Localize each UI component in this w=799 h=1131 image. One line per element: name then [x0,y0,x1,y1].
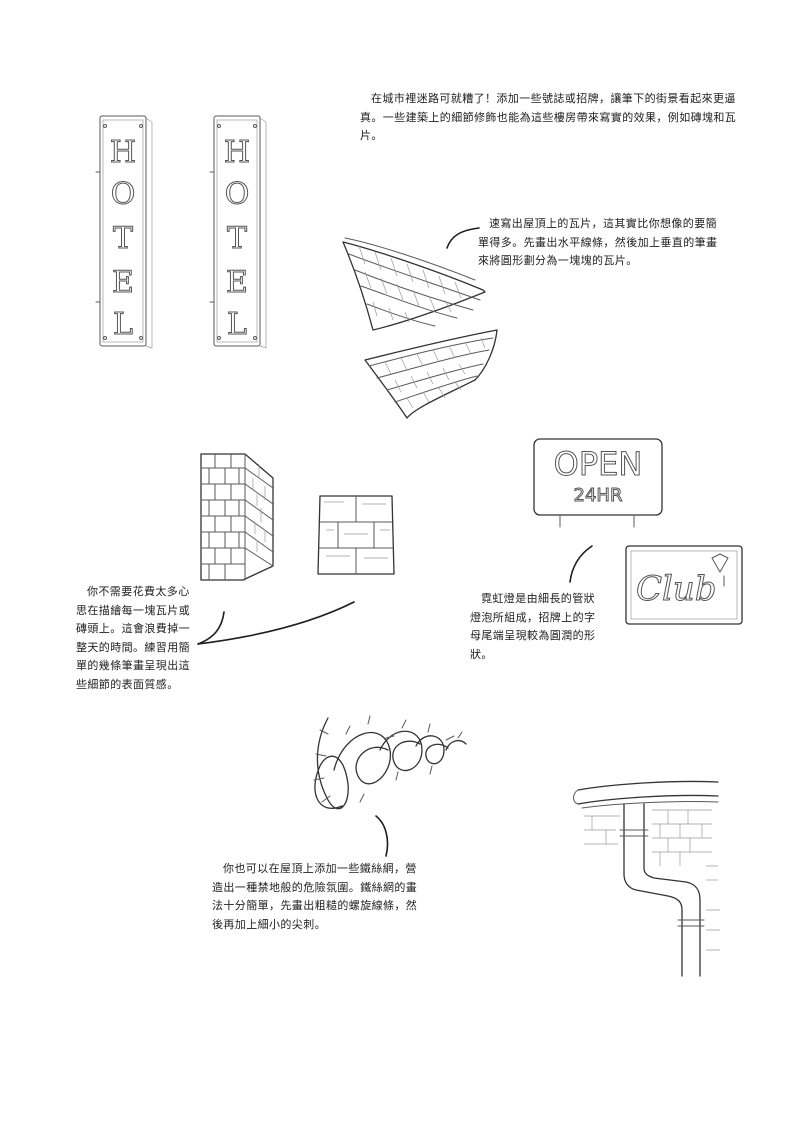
neon-hours-text: 24HR [574,485,623,506]
hotel-letter: H [224,135,250,170]
brick-wall-corner-drawing [195,448,285,588]
wire-text: 你也可以在屋頂上添加一些鐵絲網，營造出一種禁地般的危險氛圍。鐵絲網的畫法十分簡單… [212,862,418,931]
barbed-wire-drawing [298,710,473,830]
neon-open-text: OPEN [554,445,643,483]
hotel-letter: L [113,307,133,342]
wire-caption: 你也可以在屋頂上添加一些鐵絲網，營造出一種禁地般的危險氛圍。鐵絲網的畫法十分簡單… [212,860,418,934]
brick-wall-icon [200,453,274,581]
hotel-letter: T [113,221,133,256]
neon-open-sign: OPEN 24HR [530,435,670,530]
bricks-caption: 你不需要花費太多心思在描繪每一塊瓦片或磚頭上。這會浪費掉一整天的時間。練習用簡單… [76,583,200,694]
drainpipe-drawing [572,770,722,985]
hotel-letter: E [112,265,134,300]
hotel-sign-left: H O T E L [92,112,156,352]
roof-tiles-icon [342,237,486,331]
roof-tiles-drawing [335,230,515,430]
hotel-letter: H [110,135,136,170]
hotel-letter: O [225,177,250,212]
brick-wall-flat-drawing [312,490,402,580]
barbed-wire-icon [313,715,467,810]
neon-club-text: Club [636,569,717,609]
hotel-sign-right: H O T E L [206,112,270,352]
wire-leader-line [372,814,396,858]
hotel-letter: T [227,221,247,256]
neon-leader-line [566,544,596,584]
bricks-leader-line [196,598,358,650]
neon-sign-icon: OPEN 24HR [533,438,663,528]
hotel-letter: O [111,177,136,212]
intro-text: 在城市裡迷路可就糟了！添加一些號誌或招牌，讓筆下的街景看起來更逼真。一些建築上的… [360,92,737,142]
tiles-leader-line [445,226,485,250]
hotel-letter: E [226,265,248,300]
intro-paragraph: 在城市裡迷路可就糟了！添加一些號誌或招牌，讓筆下的街景看起來更逼真。一些建築上的… [360,90,745,146]
neon-text: 霓虹燈是由細長的管狀燈泡所組成，招牌上的字母尾端呈現較為圓潤的形狀。 [470,592,596,661]
neon-caption: 霓虹燈是由細長的管狀燈泡所組成，招牌上的字母尾端呈現較為圓潤的形狀。 [470,590,604,664]
tiles-caption: 速寫出屋頂上的瓦片，這其實比你想像的要簡單得多。先畫出水平線條，然後加上垂直的筆… [478,215,726,271]
neon-club-sign: Club [622,540,752,630]
drainpipe-icon [573,780,720,977]
hotel-letter: L [227,307,247,342]
bricks-text: 你不需要花費太多心思在描繪每一塊瓦片或磚頭上。這會浪費掉一整天的時間。練習用簡單… [76,585,190,691]
tiles-text: 速寫出屋頂上的瓦片，這其實比你想像的要簡單得多。先畫出水平線條，然後加上垂直的筆… [478,217,718,267]
